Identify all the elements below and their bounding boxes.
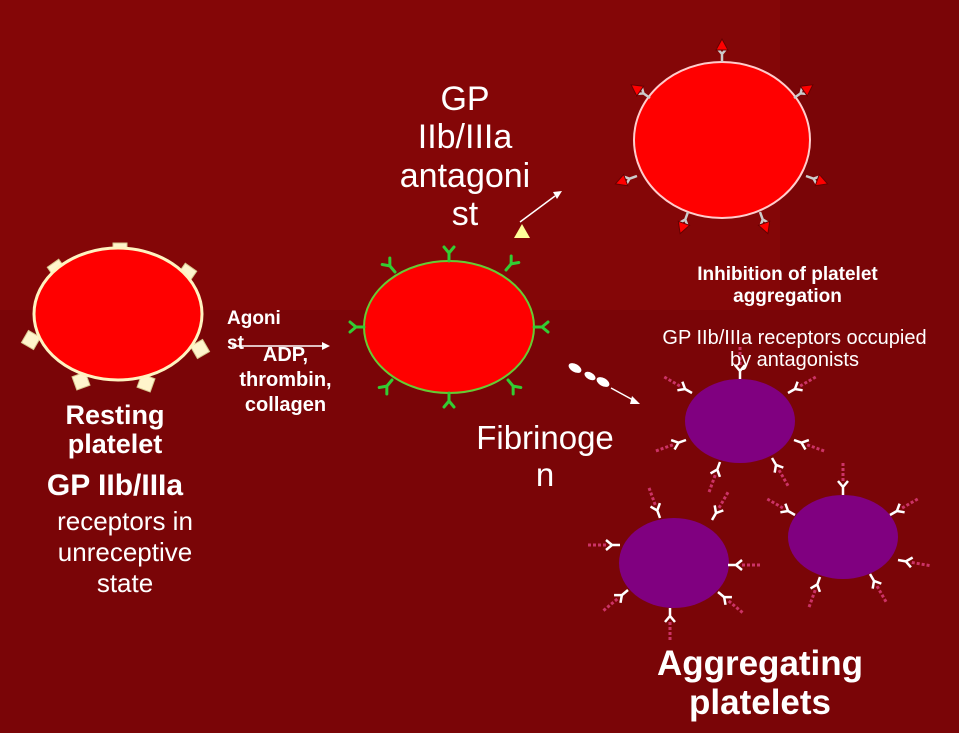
arrow-head (630, 396, 640, 404)
receptors-occupied-label: GP IIb/IIIa receptors occupied by antago… (662, 327, 927, 372)
aggregating-platelets (586, 345, 932, 642)
fibrinogen-arrow (610, 387, 634, 401)
agonist-label: Agoni st (227, 308, 281, 354)
antagonist-label: GP IIb/IIIa antagoni st (399, 80, 531, 234)
aggregating-platelets-label: Aggregating platelets (656, 644, 864, 722)
resting-description: receptors in unreceptive state (57, 506, 193, 599)
agonist-list: ADP, thrombin, collagen (239, 344, 332, 416)
inhibited-platelet (612, 37, 831, 237)
inhibition-label: Inhibition of platelet aggregation (697, 264, 878, 307)
arrow-head (322, 342, 330, 350)
triangle-antagonist-icon (514, 224, 530, 238)
resting-platelet-label: Resting platelet (65, 400, 165, 460)
inhibition-arrow (519, 195, 556, 223)
resting-platelet (20, 242, 211, 393)
fibrinogen-label: Fibrinoge n (476, 419, 614, 493)
arrow-head (553, 191, 562, 199)
fibrinogen-molecule-icon (568, 363, 610, 387)
resting-receptor-label: GP IIb/IIIa (46, 469, 184, 502)
activated-platelet (348, 245, 550, 409)
